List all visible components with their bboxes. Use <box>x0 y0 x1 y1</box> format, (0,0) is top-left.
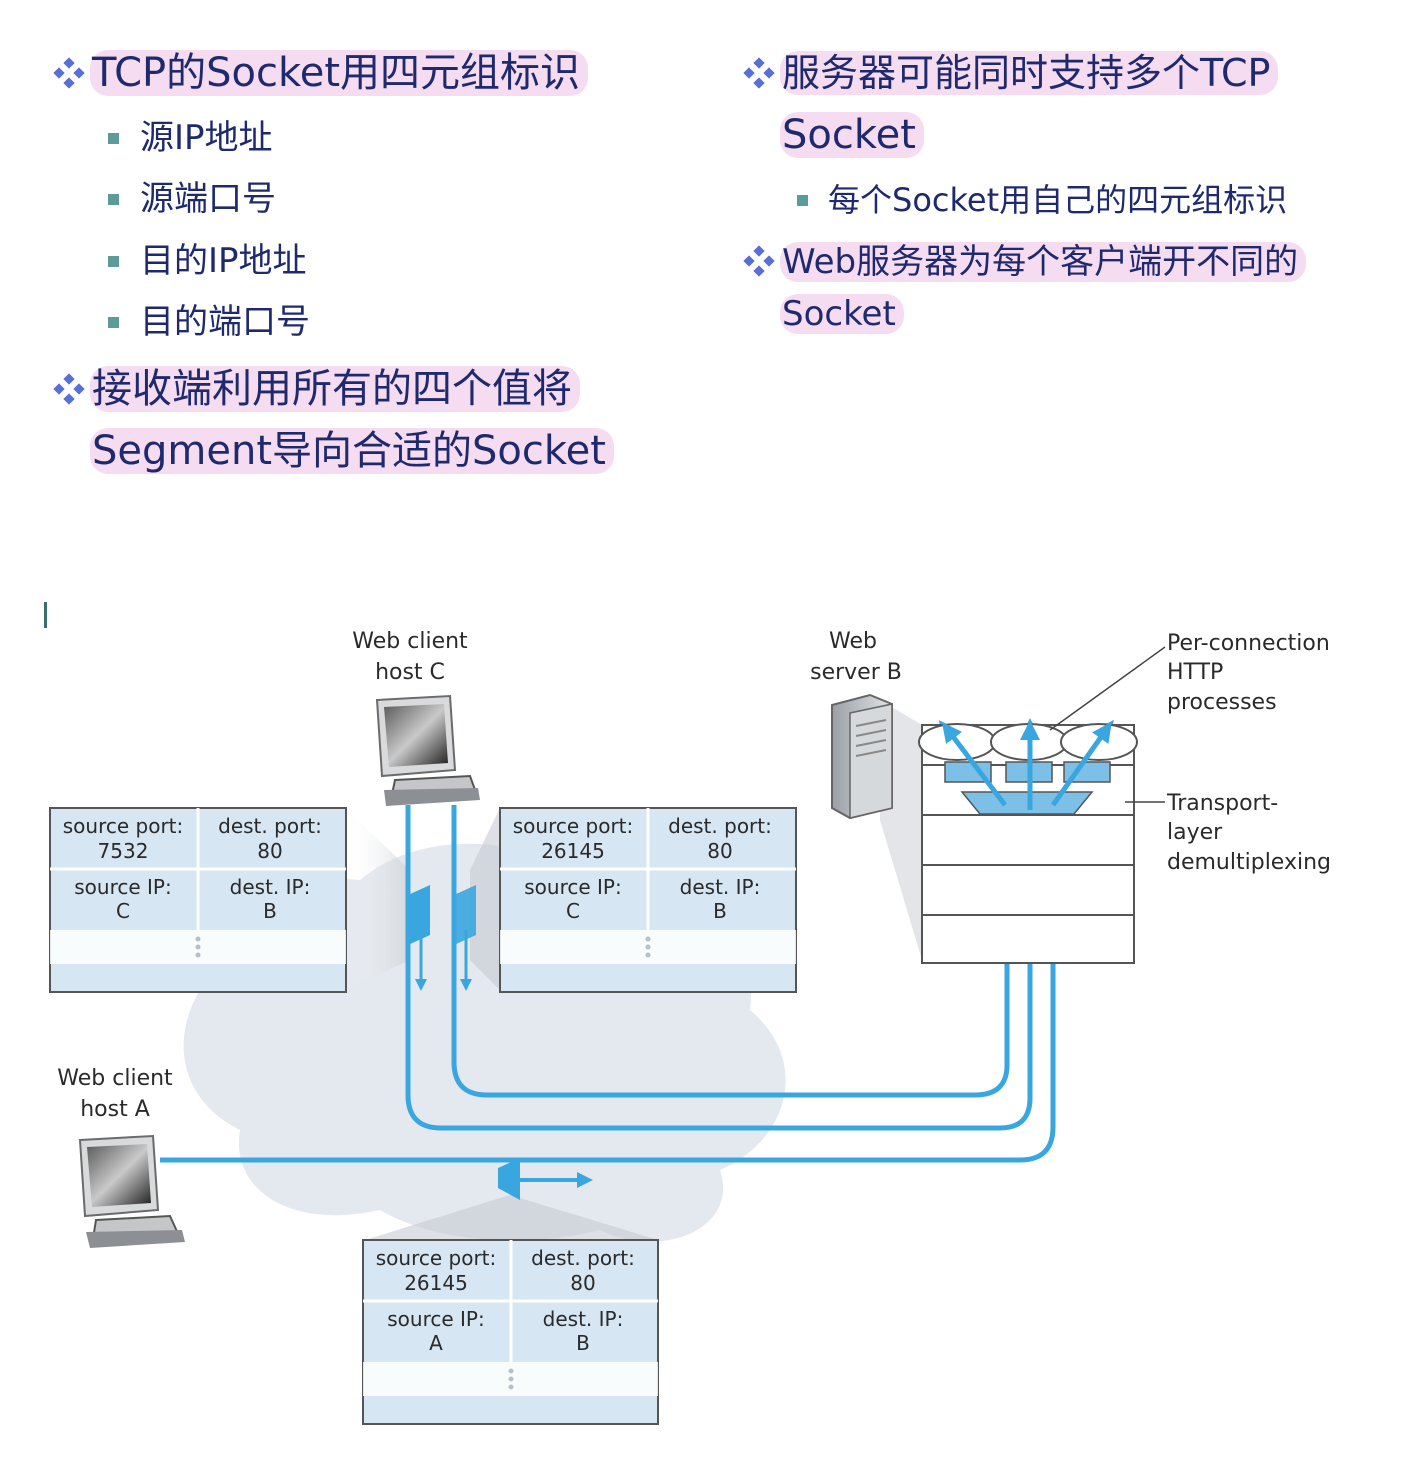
server-b-label: Web <box>829 629 877 654</box>
host-a-label: Web client <box>57 1066 173 1091</box>
segment-header-left: source port: 7532 dest. port: 80 source … <box>49 807 347 993</box>
field-value: C <box>116 899 130 923</box>
leader-line <box>1049 646 1166 731</box>
sub-bullet: 源端口号 <box>140 179 276 219</box>
link-c-7532 <box>405 735 1033 1131</box>
shade-wedge <box>470 808 500 990</box>
field-label: dest. port: <box>668 814 772 838</box>
field-value: B <box>576 1331 590 1355</box>
field-value: 80 <box>707 839 732 863</box>
shade-wedge <box>365 1195 658 1240</box>
packet-marker <box>454 885 476 945</box>
sub-bullet: 目的IP地址 <box>140 241 307 281</box>
processes-annotation: processes <box>1167 690 1277 715</box>
diamond-bullet-icon <box>743 245 775 277</box>
square-bullet-icon <box>108 317 119 328</box>
sub-bullet: 目的端口号 <box>140 302 310 342</box>
field-value: 80 <box>257 839 282 863</box>
field-label: source IP: <box>74 875 171 899</box>
diamond-bullet-icon <box>53 373 85 405</box>
sub-bullet: 源IP地址 <box>140 118 273 158</box>
bullet-server-multi-line2: Socket <box>780 110 924 160</box>
demux-annotation: Transport- <box>1166 791 1278 816</box>
segment-header-right: source port: 26145 dest. port: 80 source… <box>499 807 797 993</box>
connection-lines <box>160 735 1056 1163</box>
field-label: source port: <box>376 1246 497 1270</box>
bullet-demux-line1: 接收端利用所有的四个值将 <box>90 364 580 414</box>
bullet-section: TCP的Socket用四元组标识 源IP地址 源端口号 目的IP地址 目的端口号… <box>0 0 1406 520</box>
bullet-server-multi-line1: 服务器可能同时支持多个TCP <box>780 48 1279 98</box>
square-bullet-icon <box>108 256 119 267</box>
link-a-26145 <box>160 800 1056 1163</box>
demux-trapezoid <box>960 791 1094 815</box>
field-value: B <box>263 899 277 923</box>
demux-annotation: demultiplexing <box>1167 850 1331 875</box>
diamond-bullet-icon <box>53 57 85 89</box>
square-bullet-icon <box>797 195 808 206</box>
segment-header-bottom: source port: 26145 dest. port: 80 source… <box>362 1239 659 1425</box>
host-a-label: host A <box>80 1097 150 1122</box>
host-c-label: Web client <box>352 629 468 654</box>
host-a-computer-icon <box>78 1134 185 1248</box>
field-label: dest. IP: <box>230 875 311 899</box>
field-label: dest. IP: <box>680 875 761 899</box>
host-c-label: host C <box>375 660 445 685</box>
field-label: dest. IP: <box>543 1307 624 1331</box>
field-value: A <box>429 1331 443 1355</box>
server-b-tower-icon <box>831 693 893 820</box>
shade-wedge <box>345 808 410 990</box>
field-label: source port: <box>513 814 634 838</box>
server-b-label: server B <box>810 660 902 685</box>
link-c-26145 <box>451 800 1010 1098</box>
field-value: 7532 <box>98 839 149 863</box>
diamond-bullet-icon <box>743 57 775 89</box>
socket-box <box>944 761 992 783</box>
bullet-web-server-line1: Web服务器为每个客户端开不同的 <box>780 240 1307 284</box>
square-bullet-icon <box>108 194 119 205</box>
field-value: 26145 <box>404 1271 468 1295</box>
packet-marker <box>408 885 430 945</box>
field-label: dest. port: <box>218 814 322 838</box>
field-value: 26145 <box>541 839 605 863</box>
field-value: B <box>713 899 727 923</box>
processes-annotation: Per-connection <box>1167 631 1330 656</box>
processes-annotation: HTTP <box>1167 660 1223 685</box>
field-label: source IP: <box>524 875 621 899</box>
field-label: dest. port: <box>531 1246 635 1270</box>
sub-bullet: 每个Socket用自己的四元组标识 <box>828 181 1288 219</box>
field-value: 80 <box>570 1271 595 1295</box>
demux-annotation: layer <box>1167 820 1223 845</box>
text-cursor <box>44 602 47 628</box>
field-label: source port: <box>63 814 184 838</box>
field-value: C <box>566 899 580 923</box>
field-label: source IP: <box>387 1307 484 1331</box>
bullet-web-server-line2: Socket <box>780 292 904 336</box>
square-bullet-icon <box>108 133 119 144</box>
host-c-computer-icon <box>375 694 480 806</box>
bullet-tcp-socket-4tuple: TCP的Socket用四元组标识 <box>90 48 589 98</box>
bullet-demux-line2: Segment导向合适的Socket <box>90 426 614 476</box>
packet-marker <box>498 1158 520 1200</box>
